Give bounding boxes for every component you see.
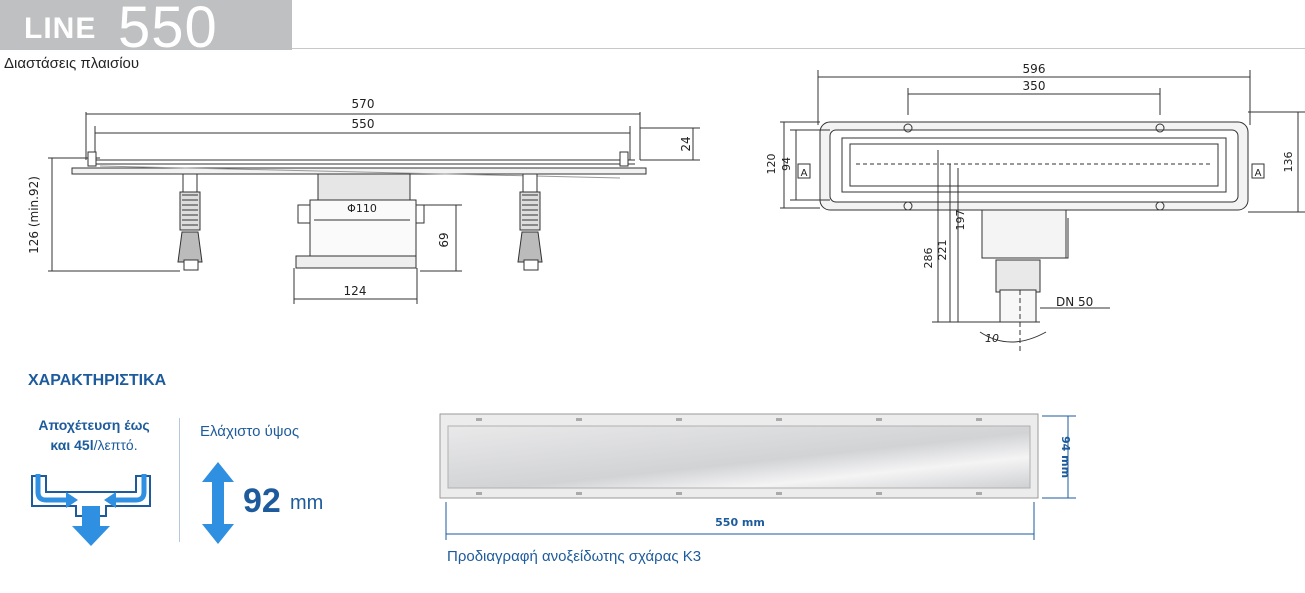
- side-view-drawing: 570 550 24 126 (min.92) Φ110 69 124: [27, 97, 700, 304]
- min-height-label: Ελάχιστο ύψος: [200, 423, 300, 440]
- drain-flow-icon: [31, 474, 151, 546]
- top-view-drawing: 596 350 120 94 136 A A 286 221 197 DN 50…: [765, 62, 1305, 352]
- dim-outlet-diameter: Φ110: [347, 202, 377, 215]
- header-rule: [292, 48, 1305, 49]
- product-word: LINE: [24, 12, 97, 45]
- page-subtitle: Διαστάσεις πλαισίου: [4, 55, 140, 72]
- dim-bolt-spacing: 350: [1023, 79, 1046, 93]
- grate-height-label: 94 mm: [1059, 436, 1072, 478]
- drain-line1: Αποχέτευση έως: [38, 417, 150, 433]
- dim-total-length: 570: [352, 97, 375, 111]
- section-mark-right: A: [1255, 168, 1262, 179]
- dim-width-136: 136: [1282, 152, 1295, 173]
- grate-illustration: 94 mm 550 mm: [439, 413, 1076, 540]
- drain-line2-bold: και 45l: [50, 437, 94, 453]
- grate-spec-caption: Προδιαγραφή ανοξείδωτης σχάρας K3: [447, 548, 702, 565]
- header-band: [0, 0, 292, 50]
- dim-221: 221: [936, 240, 949, 261]
- min-height-value: 92: [243, 482, 281, 520]
- features-title: ΧΑΡΑΚΤΗΡΙΣΤΙΚΑ: [28, 372, 167, 389]
- dim-286: 286: [922, 248, 935, 269]
- grate-length-label: 550 mm: [715, 516, 765, 529]
- dim-width-120: 120: [765, 154, 778, 175]
- drain-line2-rest: /λεπτό.: [93, 437, 138, 453]
- height-double-arrow-icon: [202, 462, 234, 544]
- min-height-unit: mm: [290, 492, 324, 514]
- dim-grate-length: 550: [352, 117, 375, 131]
- dim-outlet-width: 124: [344, 284, 367, 298]
- dim-outer-length: 596: [1023, 62, 1046, 76]
- section-mark-left: A: [801, 168, 808, 179]
- dim-height-range: 126 (min.92): [27, 176, 41, 254]
- dim-outlet-height: 69: [437, 232, 451, 247]
- feature-divider: [179, 418, 180, 542]
- dim-197: 197: [954, 210, 967, 231]
- dn-label: DN 50: [1056, 295, 1093, 309]
- dim-width-94: 94: [780, 157, 793, 171]
- product-number: 550: [118, 0, 218, 60]
- dim-frame-height: 24: [679, 136, 693, 151]
- drain-capacity-text: Αποχέτευση έως και 45l/λεπτό.: [20, 415, 168, 455]
- angle-label: 10: [985, 332, 999, 345]
